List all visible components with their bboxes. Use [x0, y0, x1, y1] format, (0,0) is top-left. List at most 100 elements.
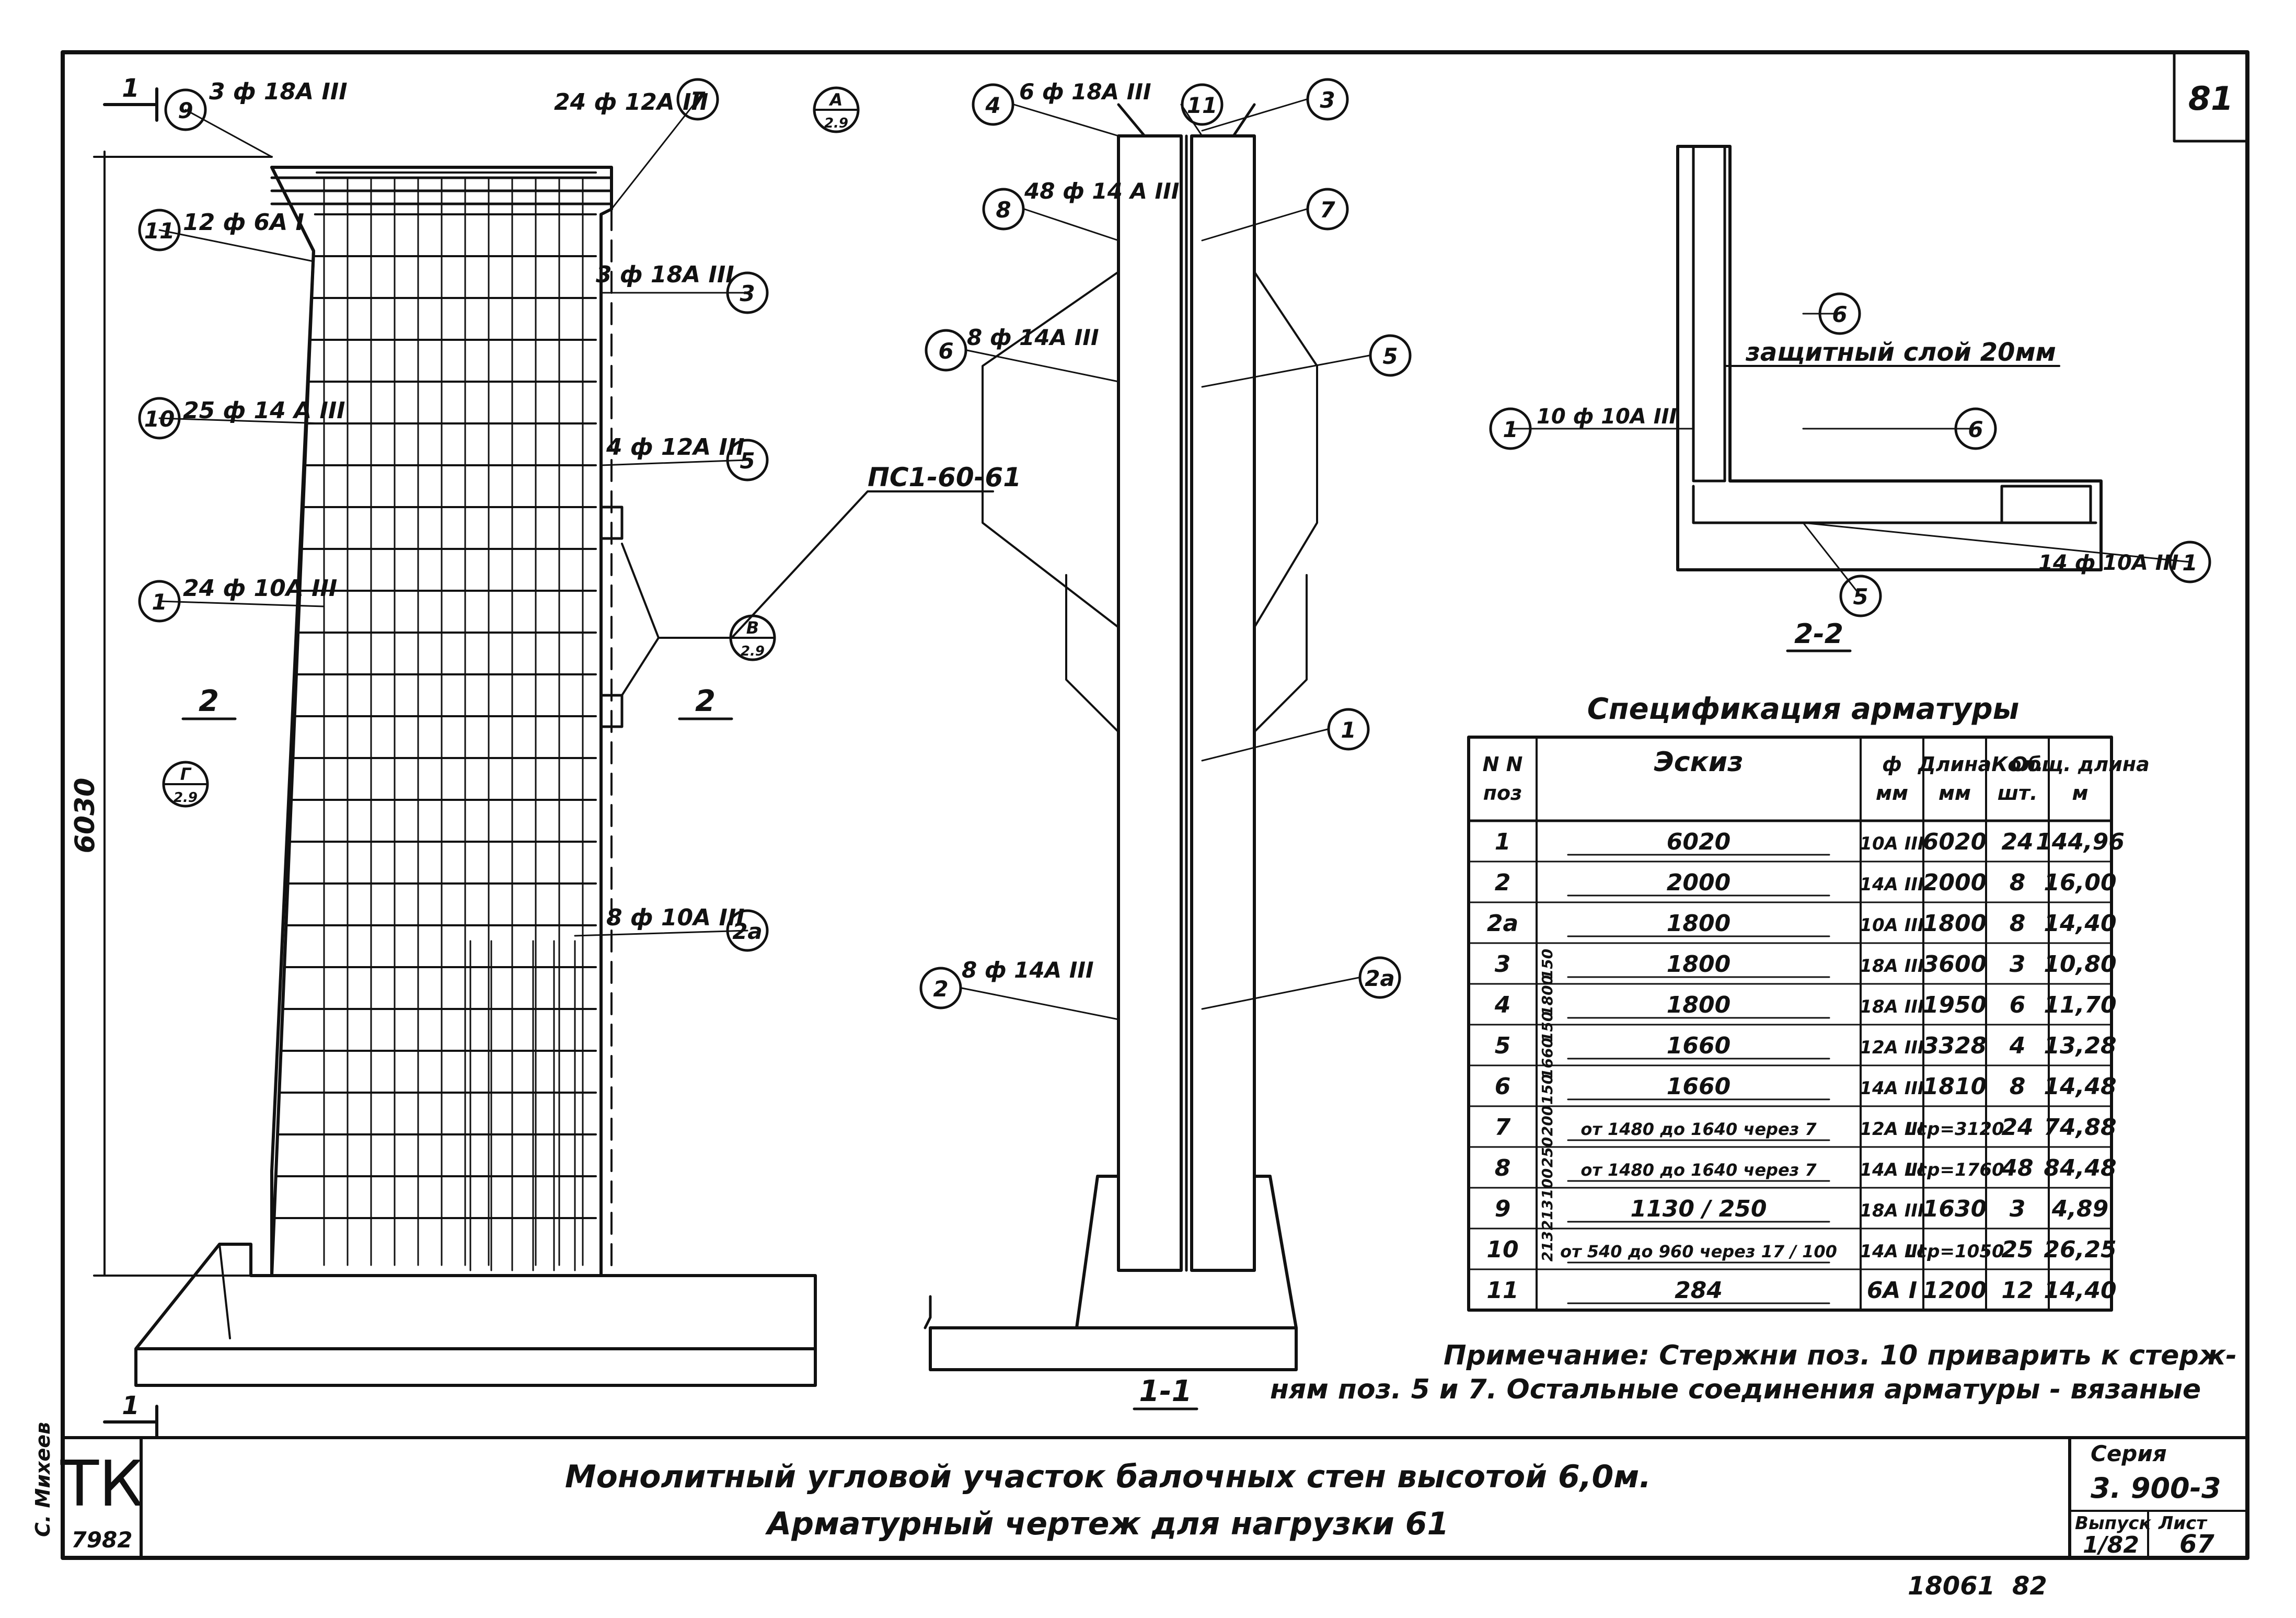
sketch-dim-8: 100 [1539, 1168, 1556, 1199]
spec-cell-r1-c4: 6020 [1923, 829, 1987, 855]
spec-cell-r4-c6: 10,80 [2044, 951, 2116, 978]
view-ref-1: А 2.9 [813, 86, 860, 133]
spec-cell-r10-c6: 4,89 [2051, 1196, 2109, 1222]
s11-callout-6: 3 [1306, 78, 1349, 121]
spec-header-5-sub: шт. [1998, 782, 2038, 805]
height-dimension: 6030 [70, 778, 101, 854]
section-22-title: 2-2 [1794, 618, 1843, 650]
spec-cell-r3-c2: 1800 [1667, 910, 1730, 937]
spec-header-5: Кол. [1991, 753, 2043, 776]
svg-text:Г: Г [180, 764, 192, 784]
callout-pos-1-label: 24 ф 10А III [183, 575, 337, 602]
svg-text:4: 4 [985, 93, 1000, 118]
svg-text:В: В [746, 618, 759, 638]
spec-cell-r7-c4: 1810 [1923, 1073, 1987, 1100]
spec-cell-r12-c1: 11 [1486, 1277, 1518, 1304]
spec-cell-r4-c5: 3 [2010, 951, 2026, 978]
spec-cell-r1-c2: 6020 [1667, 829, 1730, 855]
sketch-dim-4: 1660 [1539, 1038, 1556, 1078]
spec-cell-r8-c5: 24 [2001, 1114, 2033, 1141]
s11-callout-1-label: 6 ф 18А III [1019, 79, 1151, 105]
svg-text:2.9: 2.9 [174, 790, 198, 806]
section-mark-bottom: 1 [103, 1391, 158, 1439]
spec-cell-r9-c1: 8 [1495, 1155, 1511, 1181]
spec-header-3-sub: мм [1876, 782, 1908, 805]
spec-cell-r6-c3: 12А III [1860, 1037, 1924, 1058]
spec-cell-r4-c1: 3 [1495, 951, 1511, 978]
sheet-label: Лист [2158, 1513, 2208, 1534]
s11-callout-10: 2a [1358, 956, 1401, 999]
issue-value: 1/82 [2083, 1532, 2139, 1558]
spec-cell-r10-c2: 1130 / 250 [1630, 1196, 1767, 1222]
svg-text:1: 1 [122, 74, 139, 103]
spec-cell-r5-c5: 6 [2010, 992, 2026, 1018]
section-2-left: 2 [199, 684, 219, 718]
section-11-outline [1117, 134, 1183, 1272]
spec-cell-r7-c2: 1660 [1667, 1073, 1730, 1100]
s11-callout-9: 1 [1327, 708, 1370, 751]
spec-cell-r2-c1: 2 [1495, 869, 1511, 896]
spec-cell-r7-c1: 6 [1495, 1073, 1511, 1100]
spec-table-title: Спецификация арматуры [1587, 692, 2019, 726]
sketch-dim-5: 150 [1539, 1074, 1556, 1105]
svg-text:3: 3 [1320, 87, 1335, 113]
spec-cell-r3-c3: 10А III [1860, 915, 1924, 936]
spec-header-6-sub: м [2072, 782, 2088, 805]
callout-pos-5-label: 4 ф 12А III [606, 434, 745, 461]
spec-cell-r5-c3: 18А III [1860, 996, 1924, 1017]
spec-cell-r12-c4: 1200 [1923, 1277, 1987, 1304]
sketch-dim-3: 150 [1539, 1012, 1556, 1042]
spec-header-4-sub: мм [1939, 782, 1971, 805]
callout-pos-3-label: 3 ф 18А III [596, 261, 734, 288]
section-11-title: 1-1 [1139, 1374, 1192, 1408]
note-line-1: Примечание: Стержни поз. 10 приварить к … [1444, 1340, 2237, 1371]
svg-text:А: А [828, 90, 843, 110]
spec-cell-r8-c4: Lср=3120 [1905, 1119, 2004, 1140]
spec-cell-r2-c3: 14А III [1860, 874, 1924, 895]
spec-cell-r11-c4: Lср=1050 [1905, 1241, 2004, 1262]
section-2-right: 2 [695, 684, 716, 718]
spec-cell-r9-c4: Lср=1760 [1905, 1160, 2004, 1180]
s11-callout-2-label: 48 ф 14 А III [1024, 178, 1179, 204]
sheet-number-box [2173, 51, 2249, 143]
svg-text:8: 8 [996, 197, 1011, 223]
spec-cell-r6-c2: 1660 [1667, 1032, 1730, 1059]
spec-cell-r2-c5: 8 [2010, 869, 2026, 896]
view-ref-2: В2.9 [729, 614, 776, 661]
spec-cell-r12-c6: 14,40 [2044, 1277, 2116, 1304]
series-label: Серия [2091, 1441, 2167, 1466]
sketch-dim-9: 213 [1539, 1200, 1556, 1230]
s22-callout-4: 1 [2168, 541, 2211, 583]
spec-cell-r12-c2: 284 [1675, 1277, 1723, 1304]
spec-cell-r1-c3: 10А III [1860, 833, 1924, 854]
spec-cell-r6-c1: 5 [1495, 1032, 1511, 1059]
sheet-value: 67 [2179, 1530, 2214, 1559]
spec-cell-r2-c4: 2000 [1923, 869, 1987, 896]
spec-cell-r11-c2: от 540 до 960 через 17 / 100 [1560, 1242, 1837, 1261]
spec-header-6: Общ. длина [2011, 753, 2150, 776]
bottom-number-2: 82 [2012, 1571, 2047, 1601]
spec-cell-r11-c3: 14А III [1860, 1241, 1924, 1262]
svg-text:2.9: 2.9 [824, 116, 848, 131]
s11-callout-2: 8 [982, 188, 1025, 231]
spec-cell-r11-c6: 26,25 [2044, 1236, 2116, 1263]
s11-callout-3-label: 8 ф 14А III [967, 325, 1099, 350]
spec-header-3: ф [1882, 753, 1902, 776]
drawing-title-line-2: Арматурный чертеж для нагрузки 61 [765, 1506, 1449, 1542]
spec-cell-r6-c5: 4 [2009, 1032, 2026, 1059]
s22-callout-4-label: 14 ф 10А III [2038, 551, 2179, 575]
callout-pos-11-label: 12 ф 6А I [183, 209, 304, 236]
callout-pos-2a-label: 8 ф 10А III [606, 904, 745, 931]
spec-cell-r12-c5: 12 [2001, 1277, 2033, 1304]
sketch-dim-6: 200 [1539, 1106, 1556, 1136]
svg-text:1: 1 [1341, 717, 1356, 743]
sheet-frame [61, 50, 2249, 1560]
sketch-dim-10: 213 [1539, 1231, 1556, 1261]
issue-label: Выпуск [2075, 1513, 2151, 1534]
section-22-wall [1676, 145, 2103, 571]
